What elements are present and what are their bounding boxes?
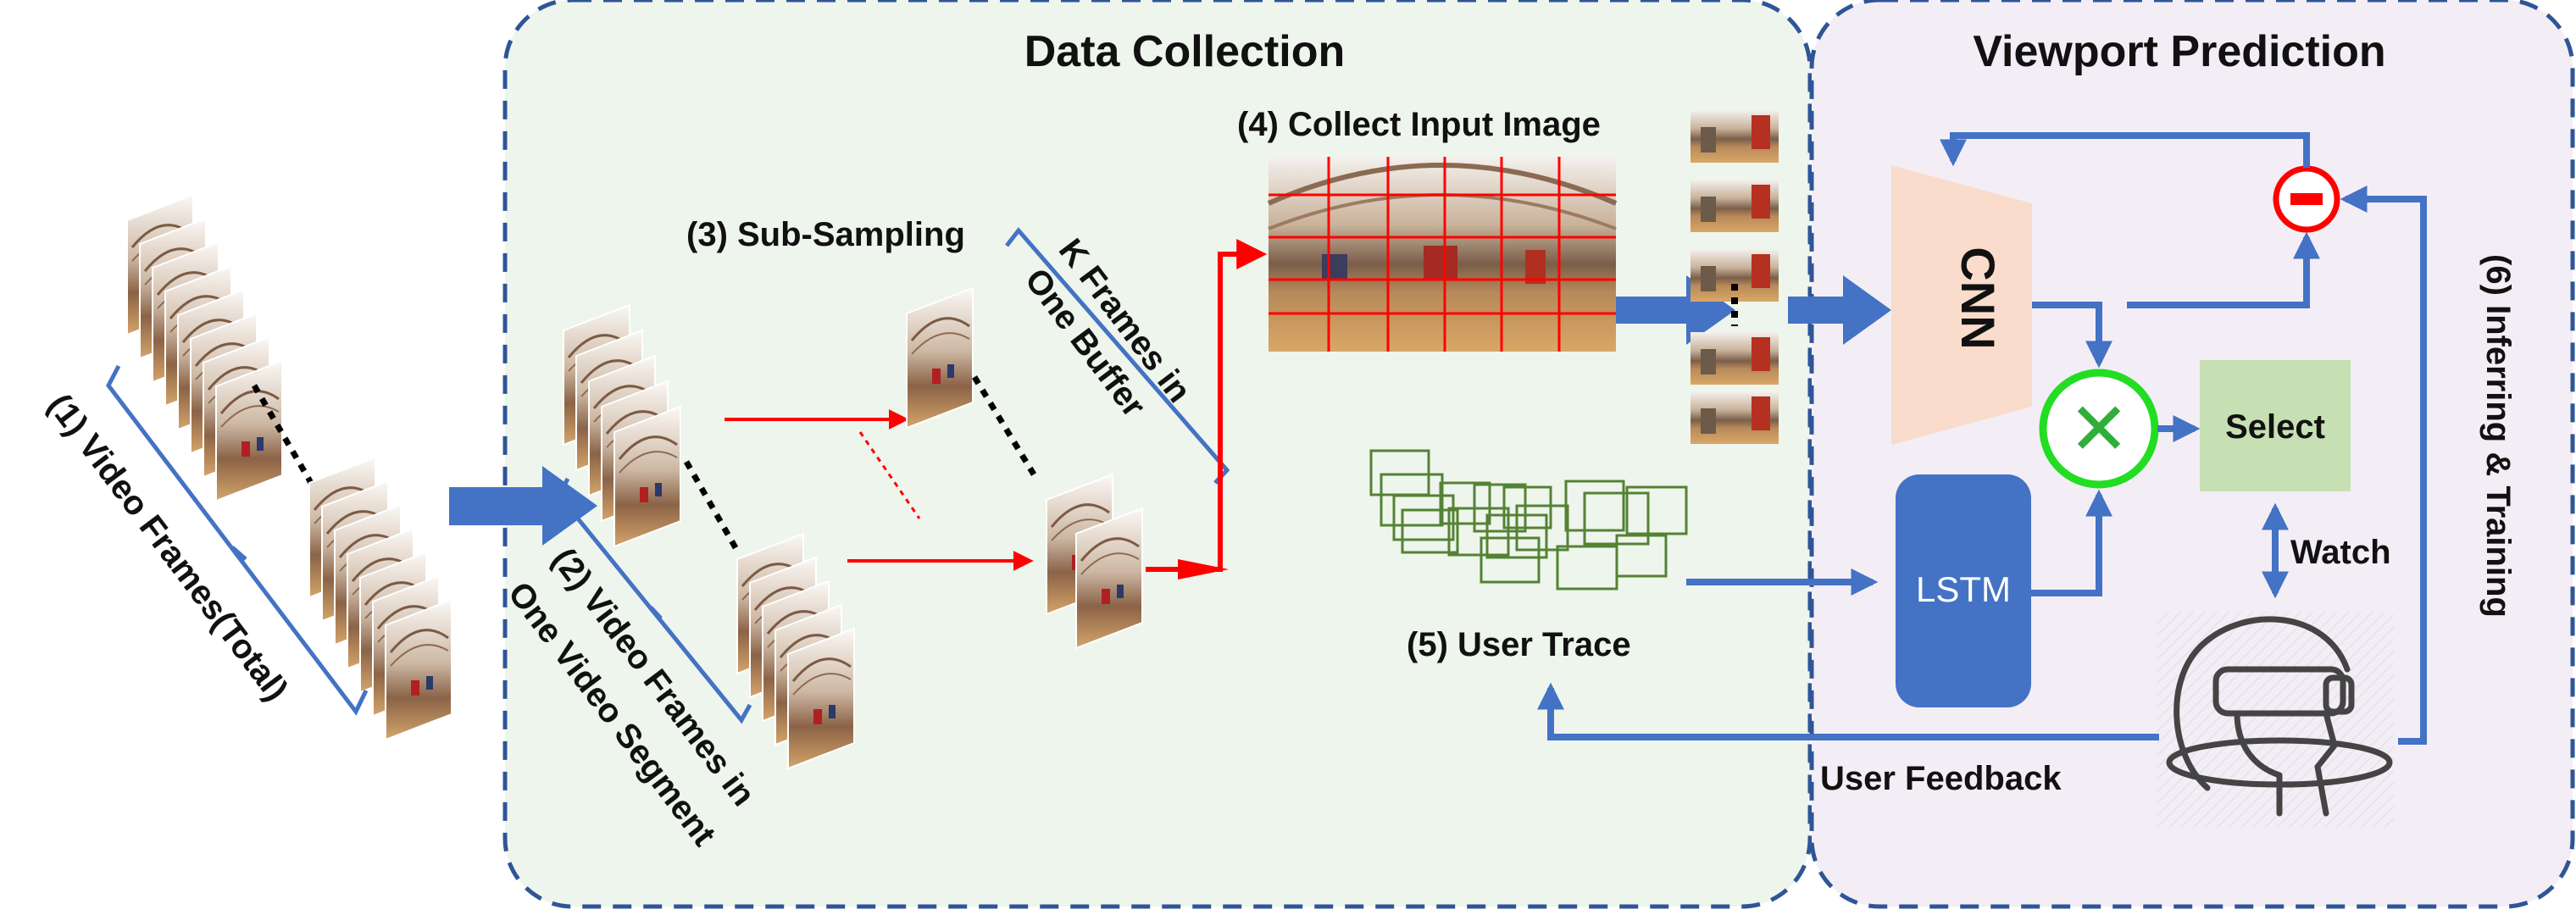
output-to-minus-arrow — [2127, 231, 2320, 308]
tiles-column — [1690, 110, 1779, 444]
minus-icon — [2290, 193, 2323, 205]
lstm-label: LSTM — [1916, 569, 2011, 609]
sub-sampling-label: (3) Sub-Sampling — [686, 216, 965, 253]
user-trace-label: (5) User Trace — [1407, 626, 1631, 663]
ellipsis-dots — [972, 375, 1036, 476]
sample-dotted-link — [858, 431, 921, 519]
inferring-training-label: (6) Inferring & Training — [2479, 254, 2517, 618]
collect-input-image-label: (4) Collect Input Image — [1237, 106, 1601, 143]
total-frames-stack-lower — [308, 456, 453, 741]
watch-label: Watch — [2290, 534, 2391, 571]
select-block — [2200, 360, 2351, 491]
data-collection-title: Data Collection — [1024, 27, 1346, 76]
vr-headset-user-icon — [2157, 612, 2394, 828]
ellipsis-dots — [251, 384, 317, 489]
loss-feedback-arrow — [1940, 132, 2310, 168]
user-trace-boxes — [1369, 449, 1688, 591]
user-feedback-label: User Feedback — [1820, 760, 2062, 797]
minus-node — [2273, 165, 2340, 233]
select-label: Select — [2225, 408, 2325, 446]
lstm-to-multiply-arrow — [2031, 489, 2112, 596]
segment-arrow — [449, 466, 597, 546]
sampled-frame-top — [905, 286, 974, 430]
tiles-to-cnn-arrow — [1788, 275, 1891, 345]
inferring-training-arrow — [2340, 186, 2427, 745]
multiply-node: ✕ — [2039, 369, 2159, 489]
panorama-input-image — [1267, 157, 1618, 352]
multiply-icon: ✕ — [2068, 387, 2129, 472]
ellipsis-dots — [683, 460, 741, 552]
cnn-to-multiply-arrow — [2032, 302, 2112, 369]
user-feedback-arrow — [1537, 682, 2159, 740]
lstm-block — [1896, 474, 2031, 707]
viewport-prediction-title: Viewport Prediction — [1973, 27, 2385, 76]
cnn-block — [1891, 165, 2032, 445]
sampled-frame-bottom — [1074, 507, 1144, 650]
total-frames-stack-upper — [125, 193, 284, 502]
cnn-label: CNN — [1951, 247, 2005, 349]
